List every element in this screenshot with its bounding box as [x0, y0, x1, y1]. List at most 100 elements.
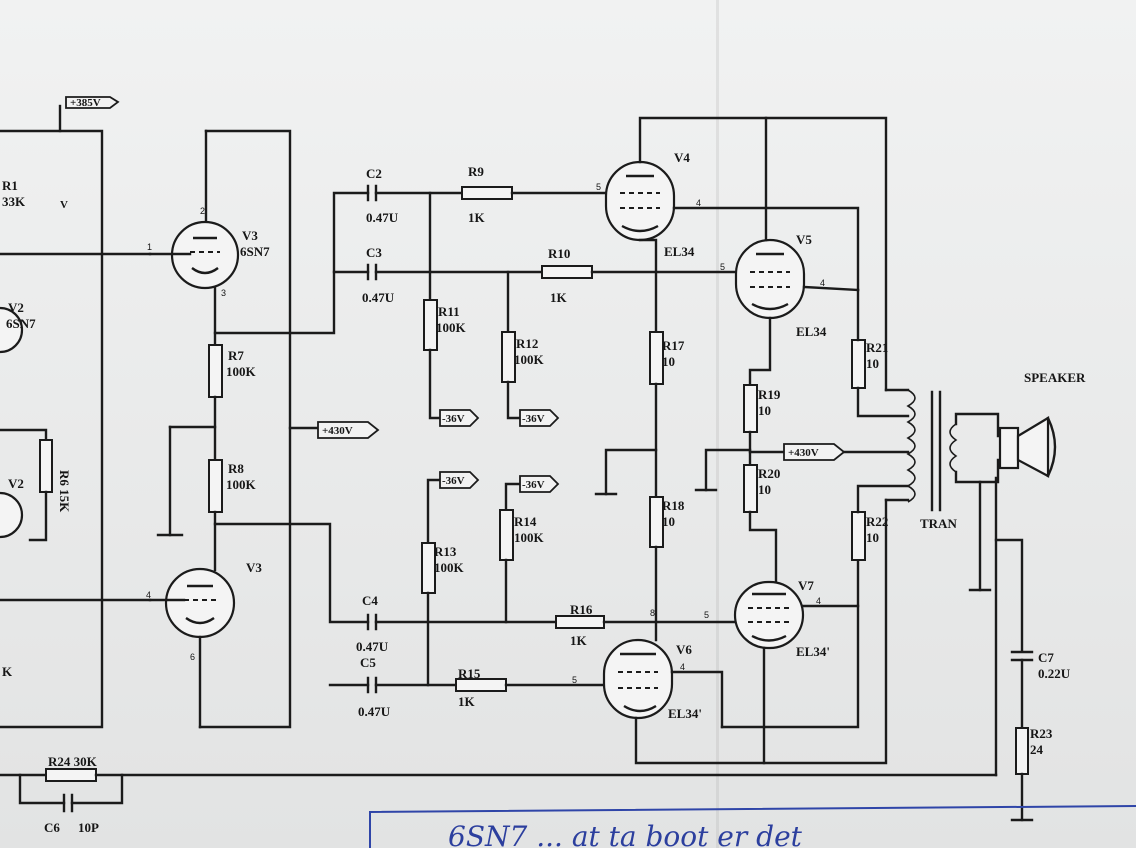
- r22-resistor: [851, 511, 866, 561]
- bias-r13-text: -36V: [442, 475, 465, 487]
- r10-value: 1K: [550, 290, 568, 305]
- v2-type: 6SN7: [6, 316, 36, 331]
- r6-label: R6 15K: [57, 470, 72, 513]
- v3-top-type: 6SN7: [240, 244, 270, 259]
- b-plus-385-tag: [65, 96, 120, 109]
- r7-value: 100K: [226, 364, 257, 379]
- r20-resistor: [743, 464, 758, 513]
- bias-r14-text: -36V: [522, 479, 545, 491]
- v7-pin4: 4: [816, 596, 821, 606]
- r9-resistor: [461, 186, 513, 200]
- r9-value: 1K: [468, 210, 486, 225]
- r13-value: 100K: [434, 560, 465, 575]
- speaker-magnet: [998, 426, 1020, 470]
- c7-label: C7: [1038, 650, 1054, 665]
- r8-value: 100K: [226, 477, 257, 492]
- v3-bottom-pin6: 6: [190, 652, 195, 662]
- v3-top-pin1: 1: [147, 242, 152, 252]
- v6-tube: [602, 638, 674, 720]
- left-fragment-k: K: [2, 664, 13, 679]
- r1-value: 33K: [2, 194, 26, 209]
- r19-value: 10: [758, 403, 771, 418]
- output-stage: 5 4 V4 EL34 5 4 V5 EL34 R17 10: [572, 116, 910, 765]
- r7-label: R7: [228, 348, 244, 363]
- r17-label: R17: [662, 338, 685, 353]
- r23-value: 24: [1030, 742, 1044, 757]
- v4-pin5: 5: [596, 182, 601, 192]
- r1-label: R1: [2, 178, 18, 193]
- v6-pin4: 4: [680, 662, 685, 672]
- v5-type: EL34: [796, 324, 827, 339]
- v2-tube-partial: [0, 306, 24, 354]
- bias-tag-r14: [519, 475, 560, 493]
- left-partial-circuit: +385V R1 33K V V2 6SN7 V2 R6 15K K: [0, 96, 152, 729]
- r21-value: 10: [866, 356, 879, 371]
- v7-pin5: 5: [704, 610, 709, 620]
- r22-label: R22: [866, 514, 888, 529]
- coupling-network: C2 0.47U R9 1K C3 0.47U R10 1K -36V R11 …: [356, 164, 738, 719]
- r8-resistor: [208, 459, 223, 513]
- speaker-icon: [1016, 416, 1050, 478]
- r24-label: R24 30K: [48, 754, 98, 769]
- v3-top-pin3: 3: [221, 288, 226, 298]
- bias-r12-text: -36V: [522, 413, 545, 425]
- c7-value: 0.22U: [1038, 666, 1071, 681]
- r18-label: R18: [662, 498, 685, 513]
- r6-resistor: [39, 439, 53, 493]
- r23-label: R23: [1030, 726, 1053, 741]
- c3-label: C3: [366, 245, 382, 260]
- c4-label: C4: [362, 593, 378, 608]
- r23-resistor: [1015, 727, 1029, 775]
- r15-label: R15: [458, 666, 481, 681]
- v5-pin4: 4: [820, 278, 825, 288]
- c4-value: 0.47U: [356, 639, 389, 654]
- r13-label: R13: [434, 544, 457, 559]
- r19-label: R19: [758, 387, 781, 402]
- v3-top-pin2: 2: [200, 206, 205, 216]
- v3-top-label: V3: [242, 228, 258, 243]
- r11-label: R11: [438, 304, 460, 319]
- r22-value: 10: [866, 530, 879, 545]
- c2-label: C2: [366, 166, 382, 181]
- b-plus-430-right-text: +430V: [788, 447, 819, 459]
- handwritten-note: 6SN7 ... at ta boot er det: [369, 805, 1136, 848]
- c3-value: 0.47U: [362, 290, 395, 305]
- phase-splitter: +430V 1 2 3 V3 6SN7 R7 100K R8 100K 4 6 …: [146, 129, 380, 729]
- r20-value: 10: [758, 482, 771, 497]
- r17-value: 10: [662, 354, 675, 369]
- bias-tag-r12: [519, 409, 560, 427]
- r16-label: R16: [570, 602, 593, 617]
- v2-lower-label: V2: [8, 476, 24, 491]
- v3-bottom-label: V3: [246, 560, 262, 575]
- v7-type: EL34': [796, 644, 830, 659]
- c5-value: 0.47U: [358, 704, 391, 719]
- b-plus-430-left-tag: [317, 421, 380, 439]
- b-plus-385-text: +385V: [70, 97, 101, 109]
- v2-lower-tube-partial: [0, 491, 24, 539]
- r18-value: 10: [662, 514, 675, 529]
- v6-pin5: 5: [572, 675, 577, 685]
- v4-pin4: 4: [696, 198, 701, 208]
- r7-resistor: [208, 344, 223, 398]
- speaker-label: SPEAKER: [1024, 370, 1086, 385]
- v5-label: V5: [796, 232, 812, 247]
- r12-label: R12: [516, 336, 538, 351]
- v4-label: V4: [674, 150, 690, 165]
- paper-fold: [716, 0, 719, 848]
- v7-label: V7: [798, 578, 814, 593]
- v3-bottom-tube: [164, 567, 236, 639]
- r16-value: 1K: [570, 633, 588, 648]
- c6-label: C6: [44, 820, 60, 835]
- v5-tube: [734, 238, 806, 320]
- left-fragment-v: V: [60, 199, 68, 211]
- bias-tag-r11: [439, 409, 480, 427]
- v5-pin5: 5: [720, 262, 725, 272]
- v6-pin8: 8: [650, 608, 655, 618]
- r16-resistor: [555, 615, 605, 629]
- r15-value: 1K: [458, 694, 476, 709]
- r14-label: R14: [514, 514, 537, 529]
- r14-value: 100K: [514, 530, 545, 545]
- v6-label: V6: [676, 642, 692, 657]
- transformer-label: TRAN: [920, 516, 957, 531]
